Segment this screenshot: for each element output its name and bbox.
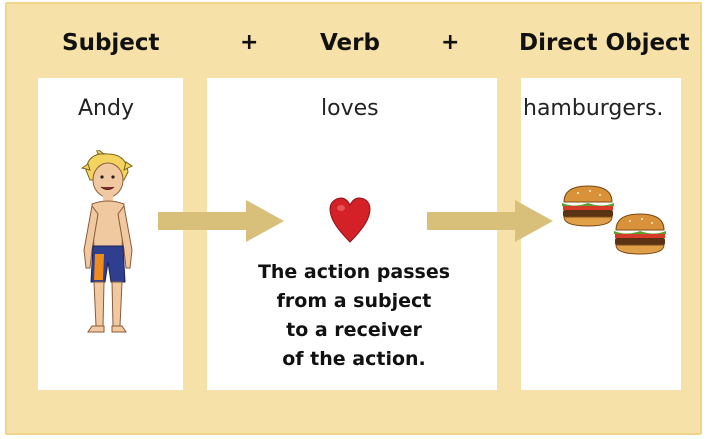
verb-header: Verb: [320, 30, 380, 56]
boy-icon: [80, 150, 133, 333]
object-word: hamburgers.: [523, 96, 664, 121]
hamburger-icon: [562, 185, 614, 227]
arrow-icon: [427, 200, 553, 242]
subject-word: Andy: [78, 96, 134, 121]
caption-line-1: The action passes: [257, 261, 451, 283]
direct-object-header: Direct Object: [519, 30, 690, 56]
arrow-icon: [158, 200, 284, 242]
caption: The action passes from a subject to a re…: [232, 258, 476, 374]
heart-icon: [329, 197, 371, 243]
caption-line-4: of the action.: [282, 348, 426, 370]
caption-line-3: to a receiver: [286, 319, 422, 341]
verb-word: loves: [321, 96, 379, 121]
hamburger-icon: [614, 213, 666, 255]
caption-line-2: from a subject: [276, 290, 432, 312]
subject-header: Subject: [62, 30, 160, 56]
plus-sign-1: +: [240, 30, 259, 55]
plus-sign-2: +: [441, 30, 460, 55]
